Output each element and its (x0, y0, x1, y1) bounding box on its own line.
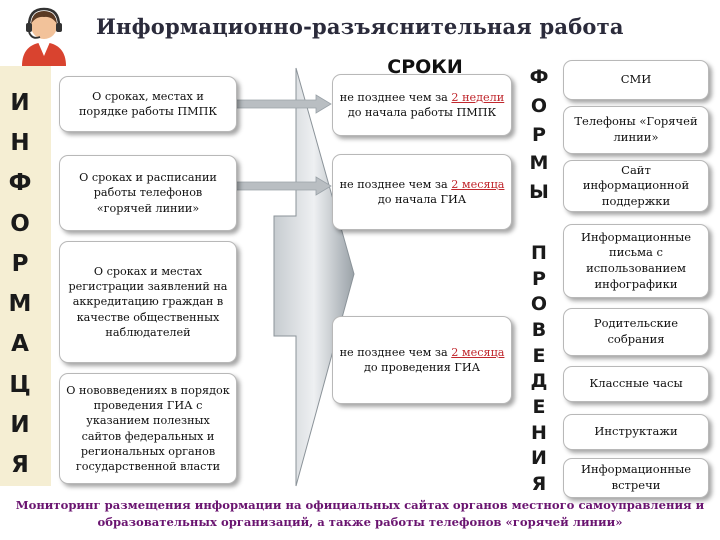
flow-arrow (273, 67, 355, 487)
vertical-letter: Р (532, 267, 546, 290)
vertical-letter: М (8, 291, 32, 318)
form-box-parent-meetings: Родительские собрания (563, 308, 709, 356)
deadlines-heading: СРОКИ (387, 56, 463, 78)
operator-headset-icon (22, 7, 66, 66)
left-panel (0, 66, 51, 486)
vertical-letter: Р (532, 123, 546, 146)
form-box-media: СМИ (563, 60, 709, 100)
connector-arrow (236, 94, 332, 114)
form-box-info-meetings: Информационные встречи (563, 458, 709, 498)
page-title: Информационно-разъяснительная работа (96, 14, 624, 39)
deadline-prefix: не позднее чем за (339, 90, 452, 104)
deadline-suffix: до начала ГИА (377, 193, 467, 206)
form-box-support-site: Сайт информационной поддержки (563, 160, 709, 212)
info-box-innovations: О нововведениях в порядок проведения ГИА… (59, 373, 237, 484)
deadline-suffix: до проведения ГИА (363, 361, 481, 374)
monitoring-footer: Мониторинг размещения информации на офиц… (15, 498, 705, 529)
vertical-letter: М (529, 152, 549, 175)
vertical-letter: О (530, 293, 548, 316)
vertical-letter: А (11, 331, 29, 358)
form-box-hotline-phones: Телефоны «Горячей линии» (563, 106, 709, 154)
deadline-prefix: не позднее чем за (339, 177, 452, 191)
deadline-box: не позднее чем за 2 недели до начала раб… (332, 74, 512, 136)
form-box-class-hours: Классные часы (563, 366, 709, 402)
vertical-letter: И (10, 90, 30, 116)
vertical-letter: Ф (8, 170, 32, 197)
vertical-letter: Я (11, 451, 29, 478)
deadline-period: 2 месяца (451, 177, 505, 191)
vertical-letter: В (531, 318, 547, 341)
deadline-box: не позднее чем за 2 месяца до проведения… (332, 316, 512, 404)
deadline-period: 2 месяца (451, 345, 505, 359)
vertical-letter: И (531, 447, 547, 470)
form-box-letters: Информационные письма с использованием и… (563, 224, 709, 298)
form-box-briefings: Инструктажи (563, 414, 709, 450)
vertical-letter: Е (532, 344, 546, 367)
vertical-letter: Я (531, 472, 547, 495)
vertical-letter: О (10, 210, 30, 237)
vertical-letter: Р (11, 250, 29, 277)
deadline-prefix: не позднее чем за (339, 345, 452, 359)
deadline-suffix: до начала работы ПМПК (347, 106, 497, 119)
info-box-registration: О сроках и местах регистрации заявлений … (59, 241, 237, 363)
vertical-letter: Ц (9, 371, 31, 398)
deadline-period: 2 недели (451, 90, 505, 104)
vertical-letter: Ы (529, 181, 549, 203)
vertical-letter: Ф (529, 66, 549, 88)
info-box-hotline: О сроках и расписании работы телефонов «… (59, 155, 237, 231)
vertical-letter: Н (531, 421, 547, 444)
connector-arrow (236, 176, 332, 196)
vertical-letter: Е (532, 395, 546, 418)
deadline-box: не позднее чем за 2 месяца до начала ГИА (332, 154, 512, 230)
vertical-letter: Д (530, 370, 548, 393)
vertical-letter: Н (10, 130, 30, 157)
vertical-letter: П (531, 242, 547, 264)
info-box-pmpk: О сроках, местах и порядке работы ПМПК (59, 76, 237, 132)
vertical-letter: О (530, 94, 548, 117)
vertical-letter: И (10, 411, 30, 438)
